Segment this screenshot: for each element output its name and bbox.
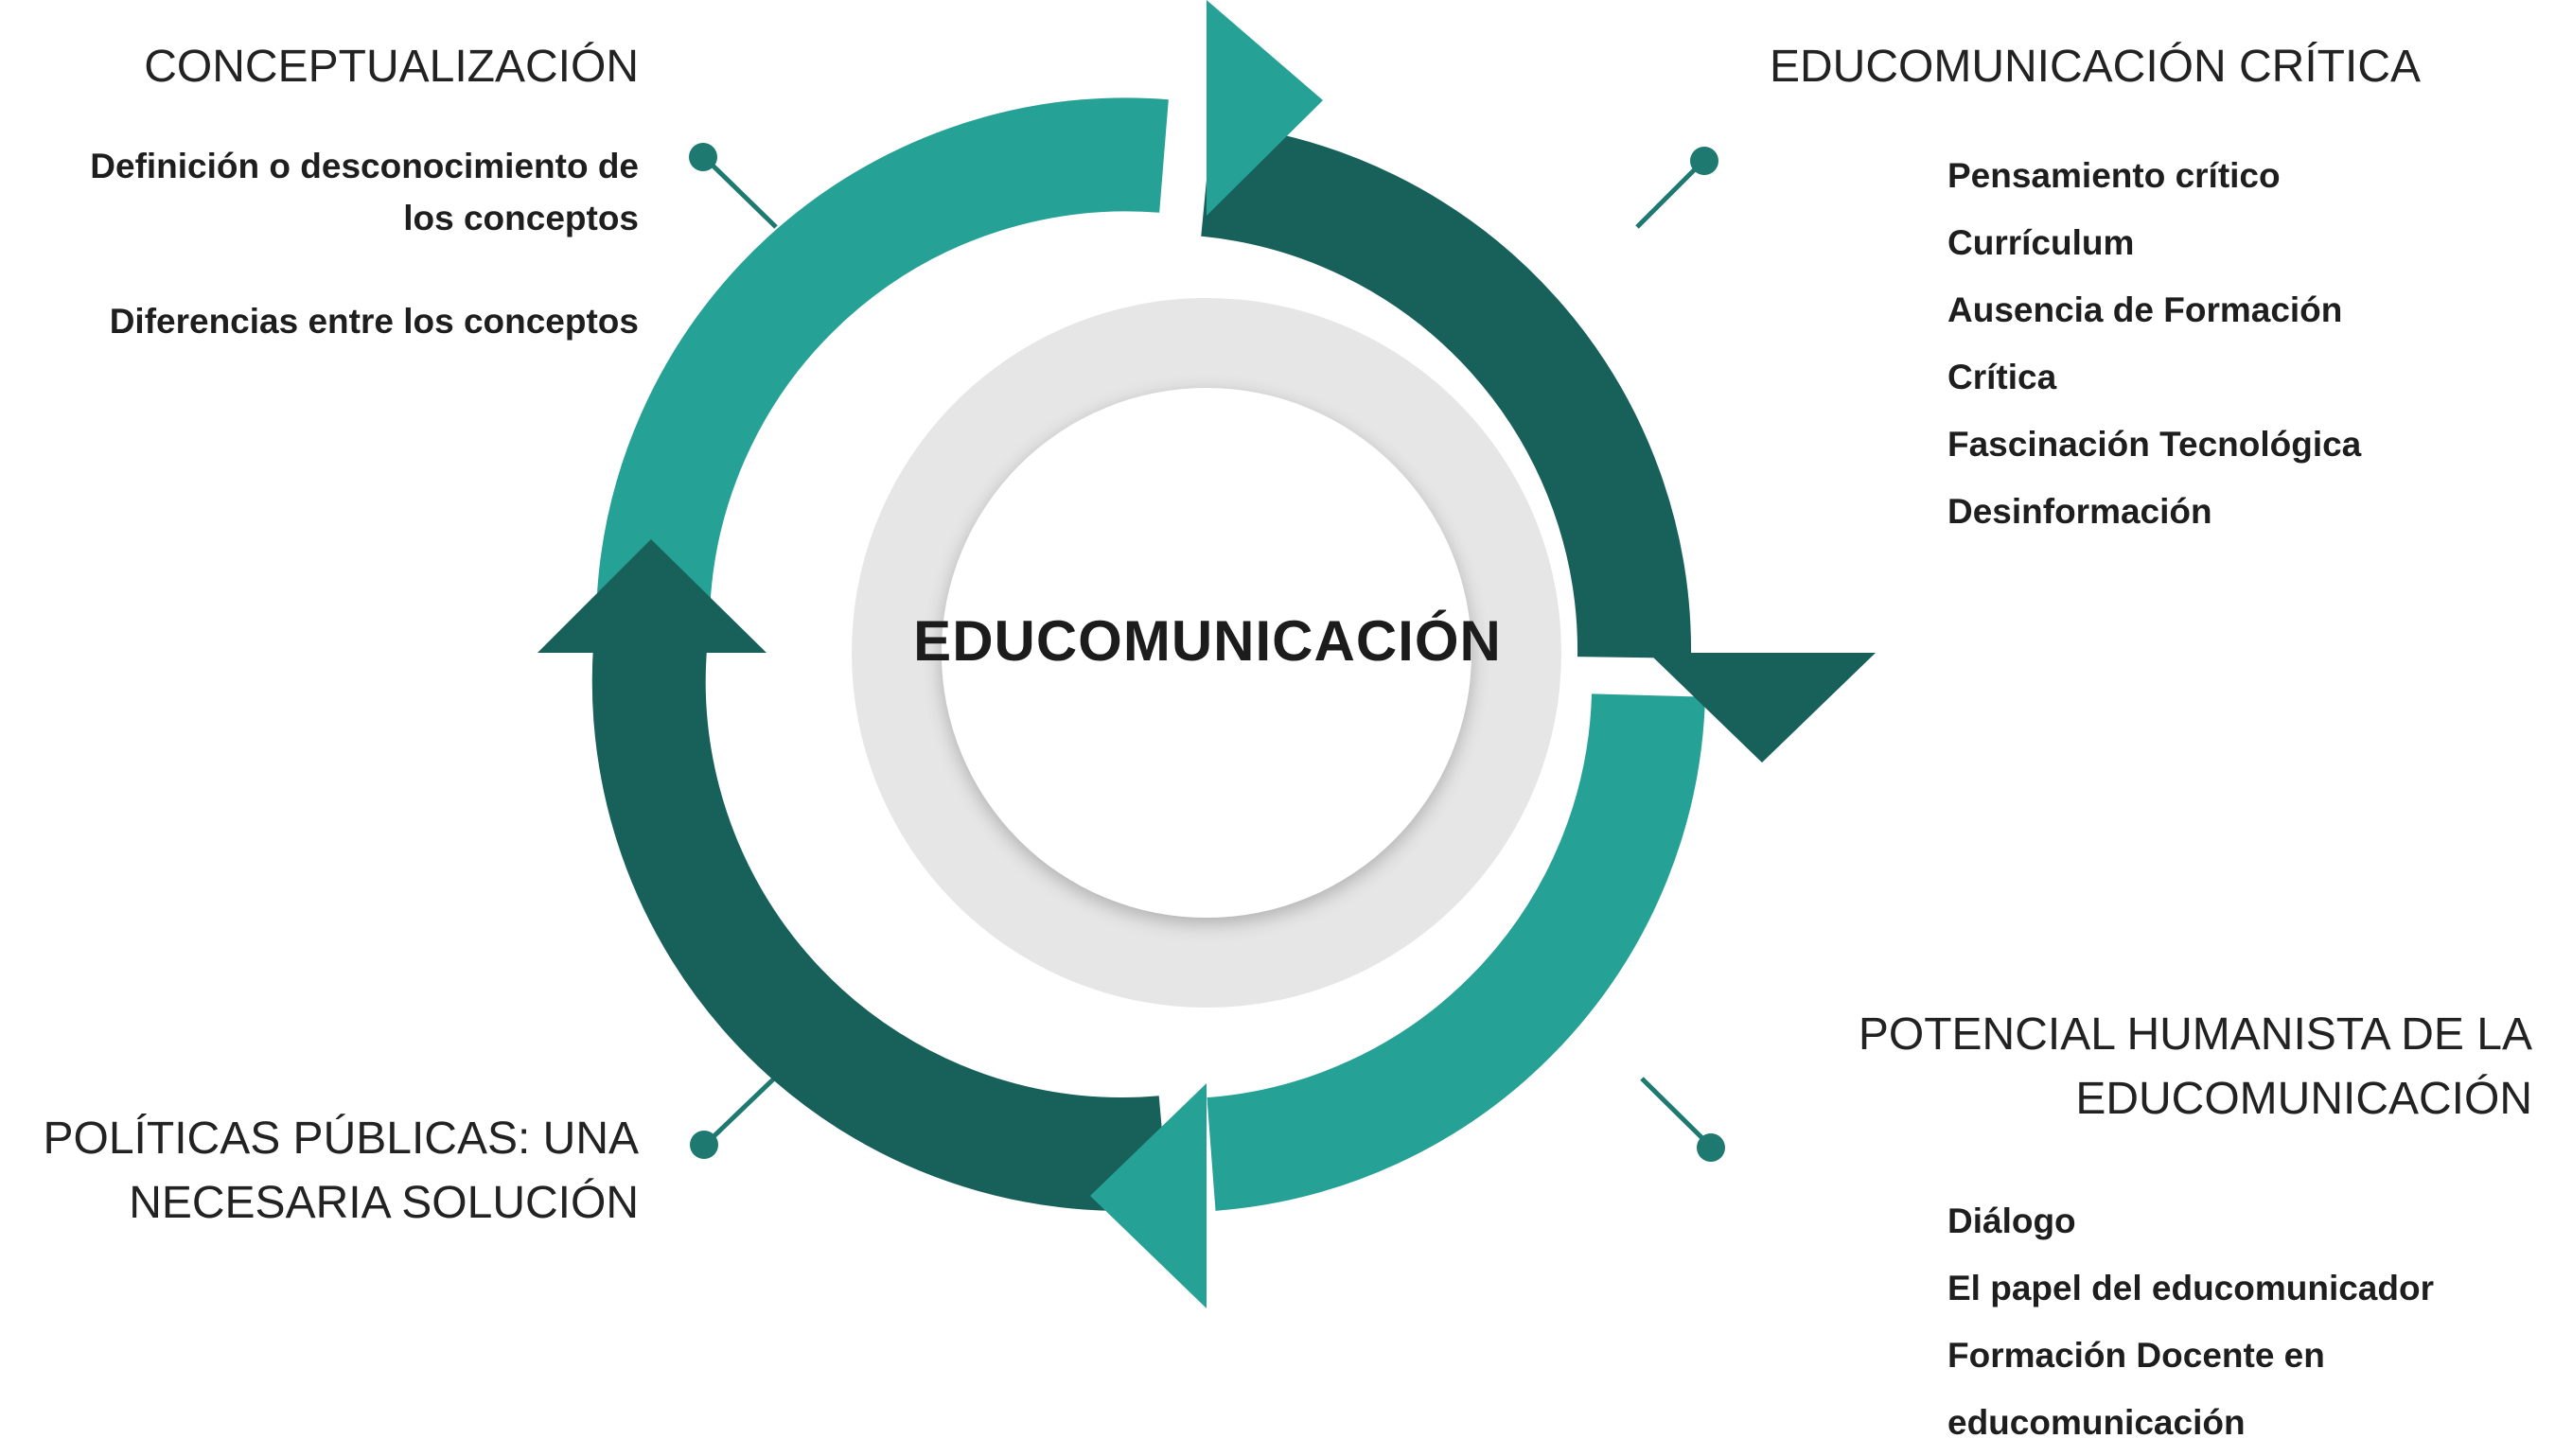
heading-conceptualizacion: CONCEPTUALIZACIÓN	[144, 35, 639, 99]
arc-top-left	[596, 97, 1169, 617]
list-item: Crítica	[1947, 358, 2057, 396]
heading-line: EDUCOMUNICACIÓN CRÍTICA	[1770, 42, 2422, 92]
arrowhead-top	[1207, 0, 1323, 216]
list-item: Fascinación Tecnológica	[1947, 425, 2362, 464]
connector-top-left	[689, 143, 778, 229]
arrowhead-right	[1648, 653, 1876, 763]
heading-potencial-humanista: POTENCIAL HUMANISTA DE LA EDUCOMUNICACIÓ…	[1859, 1003, 2532, 1131]
list-item: educomunicación	[1947, 1403, 2246, 1442]
heading-line: EDUCOMUNICACIÓN	[2075, 1074, 2532, 1124]
arc-bottom-left	[591, 612, 1170, 1211]
arc-top-right	[1200, 123, 1692, 658]
list-educomunicacion-critica: Pensamiento crítico Currículum Ausencia …	[1947, 142, 2361, 545]
arrowhead-left	[537, 539, 766, 653]
center-title: EDUCOMUNICACIÓN	[913, 609, 1502, 673]
list-item: Diálogo	[1947, 1202, 2076, 1240]
heading-line: CONCEPTUALIZACIÓN	[144, 42, 639, 92]
connector-bottom-left	[690, 1077, 776, 1159]
list-item: Formación Docente en	[1947, 1336, 2325, 1375]
list-item: Ausencia de Formación	[1947, 290, 2343, 329]
arrowhead-bottom	[1090, 1083, 1207, 1308]
arc-bottom-right	[1207, 693, 1705, 1211]
list-item: Currículum	[1947, 223, 2135, 262]
list-item: El papel del educomunicador	[1947, 1269, 2434, 1307]
heading-line: POTENCIAL HUMANISTA DE LA	[1858, 1009, 2532, 1060]
list-item: Pensamiento crítico	[1947, 156, 2281, 195]
center-disc	[942, 388, 1471, 918]
list-potencial-humanista: Diálogo El papel del educomunicador Form…	[1947, 1187, 2434, 1456]
heading-educomunicacion-critica: EDUCOMUNICACIÓN CRÍTICA	[1770, 35, 2421, 99]
heading-line: POLÍTICAS PÚBLICAS: UNA	[43, 1114, 639, 1164]
list-item: Diferencias entre los conceptos	[109, 302, 639, 341]
heading-politicas-publicas: POLÍTICAS PÚBLICAS: UNA NECESARIA SOLUCI…	[43, 1107, 639, 1236]
list-conceptualizacion: Definición o desconocimiento de los conc…	[33, 140, 639, 398]
connector-bottom-right	[1640, 1077, 1725, 1162]
list-item: Definición o desconocimiento de los conc…	[90, 147, 639, 237]
heading-line: NECESARIA SOLUCIÓN	[129, 1178, 639, 1228]
list-item: Desinformación	[1947, 492, 2212, 531]
connector-top-right	[1635, 147, 1718, 229]
